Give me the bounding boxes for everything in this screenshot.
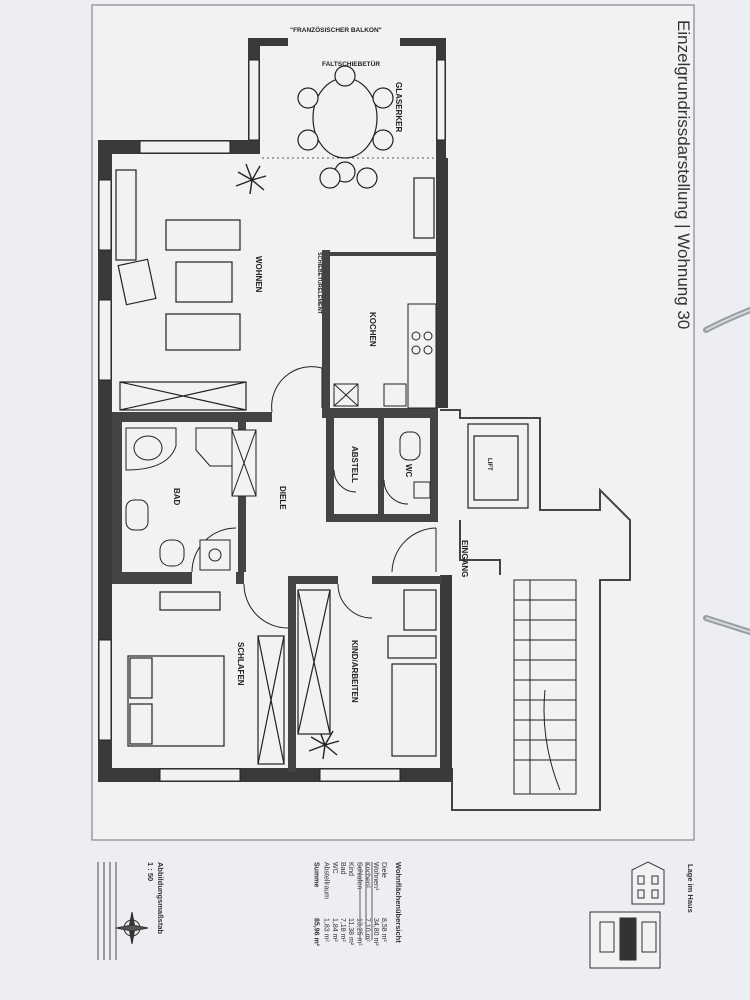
wc-fixtures	[399, 431, 431, 499]
room-wohnen: WOHNEN	[254, 256, 263, 293]
room-kind-arbeiten: KIND/ARBEITEN	[350, 640, 359, 703]
compass-rose-icon	[115, 911, 149, 945]
living-furniture	[115, 169, 435, 411]
binder-ring-top	[703, 307, 750, 333]
area-total-label: Summe	[312, 862, 319, 887]
binder-ring-bottom	[703, 615, 750, 635]
site-plan-icon	[589, 911, 661, 969]
page-title: Einzelgrundrissdarstellung | Wohnung 30	[674, 20, 693, 329]
area-row-value: 34,80 m²	[372, 918, 379, 946]
area-row-room: Wohnen¹	[372, 862, 379, 891]
room-kochen: KOCHEN	[368, 312, 377, 347]
kitchen-fixtures	[333, 303, 437, 409]
room-abstell: ABSTELL	[350, 446, 359, 483]
building-location-icon	[631, 861, 665, 905]
area-row-value: 7,10 m²	[364, 918, 371, 942]
scale-heading: Abbildungsmaßstab	[156, 862, 165, 935]
area-table-heading: Wohnflächenübersicht	[394, 862, 403, 943]
entrance-label: EINGANG	[460, 540, 469, 577]
area-row-value: 8,58 m²	[380, 918, 387, 942]
room-wc: WC	[404, 464, 413, 478]
area-table: Wohnflächenübersicht Diele 8,58 m² Wohnen¹…	[312, 862, 403, 947]
room-diele: DIELE	[278, 486, 287, 510]
lift-shaft	[467, 423, 529, 509]
scale-value: 1 : 50	[146, 862, 155, 881]
area-row-value: 1,83 m²	[323, 918, 330, 942]
scale-block: Abbildungsmaßstab 1 : 50	[146, 862, 165, 935]
area-row-value: 7,18 m²	[339, 918, 346, 942]
area-row-room: Abstellraum	[323, 862, 330, 899]
area-row-room: WC	[331, 862, 338, 874]
door-swings	[191, 366, 437, 629]
plant-icon-2	[308, 728, 340, 760]
area-row-value: 1,84 m²	[331, 918, 338, 942]
area-row-room: Diele	[380, 862, 387, 878]
kids-room-furniture	[387, 589, 437, 757]
stairwell-outline	[440, 409, 631, 811]
bathroom-fixtures	[125, 427, 257, 571]
interior-walls	[112, 250, 442, 772]
area-row-room: Bad	[339, 862, 346, 875]
floor-plan	[98, 38, 631, 811]
area-row-value: 13,25 m²	[355, 918, 362, 946]
bedroom-furniture	[127, 591, 285, 765]
room-schlafen: SCHLAFEN	[236, 642, 245, 686]
location-heading: Lage im Haus	[686, 864, 695, 913]
area-row-room: Kochen¹	[364, 862, 371, 889]
plant-icon	[235, 163, 267, 195]
windows	[98, 59, 446, 782]
hallway-wardrobe	[297, 589, 331, 735]
staircase	[513, 579, 577, 795]
room-bad: BAD	[172, 488, 181, 506]
folding-door-label: FALTSCHIEBETÜR	[322, 59, 380, 68]
location-block: Lage im Haus	[589, 861, 695, 969]
glaserker-label: GLASERKER	[394, 82, 403, 132]
balcony-label: "FRANZÖSISCHER BALKON"	[290, 25, 382, 34]
lift-label: LIFT	[486, 458, 492, 471]
area-row-value: 11,38 m²	[347, 918, 354, 946]
area-total-value: 85,96 m²	[312, 918, 319, 947]
dining-set	[297, 65, 394, 189]
fine-print	[97, 862, 117, 960]
area-row-room: Schlafen	[355, 862, 362, 889]
area-footnote	[359, 862, 373, 940]
area-row-room: Kind	[347, 862, 354, 876]
sliding-door-label: SCHIEBETÜRELEMENT	[316, 252, 323, 315]
